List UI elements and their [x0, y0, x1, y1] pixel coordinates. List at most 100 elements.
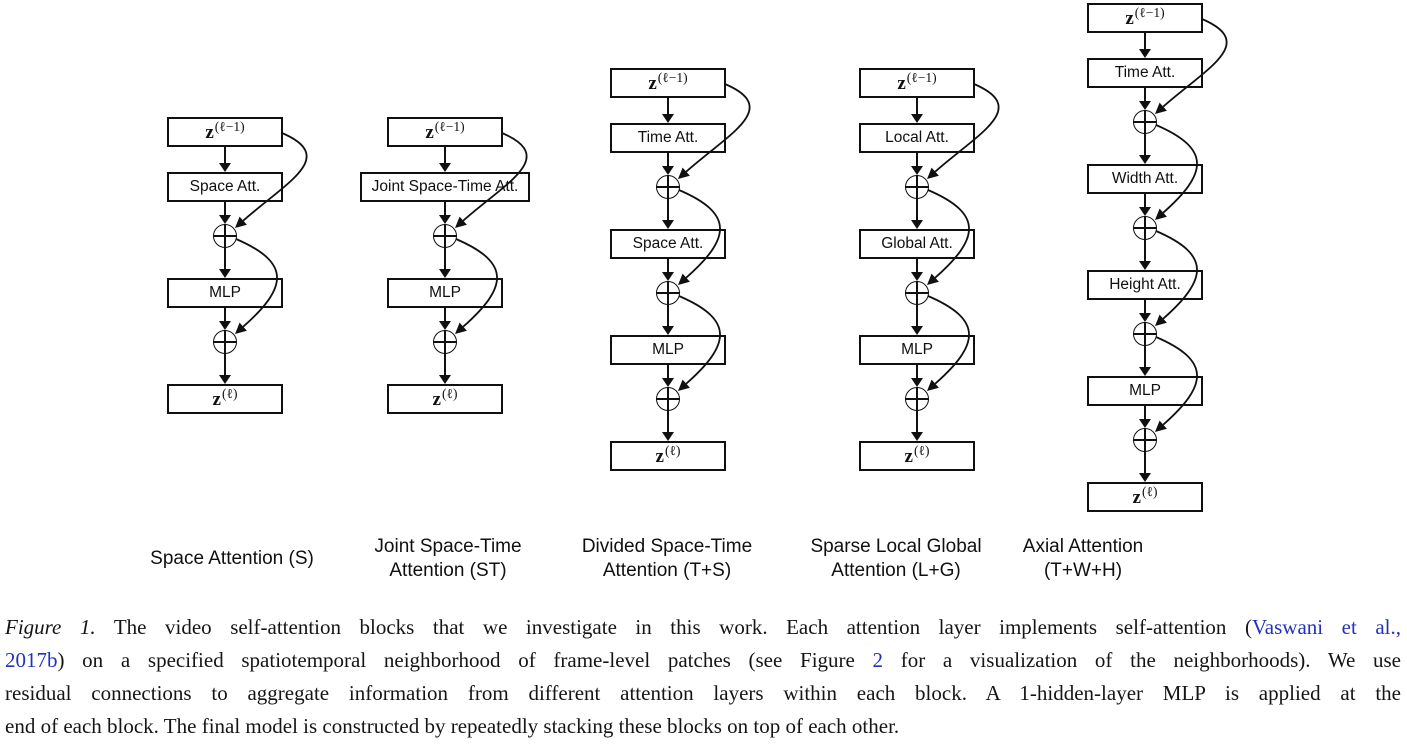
down-arrow — [1137, 240, 1153, 270]
down-arrow — [1137, 194, 1153, 216]
input-token-superscript: (ℓ−1) — [657, 70, 688, 86]
mlp-box: MLP — [859, 335, 975, 365]
residual-sum-node — [213, 330, 237, 354]
attention-layer-label: Space Att. — [189, 178, 261, 196]
mlp-box: MLP — [1087, 376, 1203, 406]
mlp-label: MLP — [429, 284, 461, 302]
mlp-box: MLP — [610, 335, 726, 365]
attention-layer-label: Joint Space-Time Att. — [371, 178, 519, 196]
output-token-superscript: (ℓ) — [221, 386, 238, 402]
down-arrow — [909, 259, 925, 281]
attention-layer-label: Local Att. — [885, 129, 949, 147]
residual-sum-node — [1133, 216, 1157, 240]
down-arrow — [217, 354, 233, 384]
attention-layer-box: Space Att. — [610, 229, 726, 259]
column-label-space: Space Attention (S) — [150, 547, 314, 571]
down-arrow — [217, 202, 233, 224]
down-arrow — [1137, 134, 1153, 164]
down-arrow — [1137, 406, 1153, 428]
output-token-box: z(ℓ) — [610, 441, 726, 471]
column-label-line: Attention (L+G) — [831, 560, 961, 581]
residual-sum-node — [1133, 110, 1157, 134]
output-token-superscript: (ℓ) — [664, 443, 681, 459]
input-token-superscript: (ℓ−1) — [1134, 5, 1165, 21]
residual-sum-node — [1133, 322, 1157, 346]
figure-caption: Figure 1. The video self-attention block… — [5, 611, 1401, 743]
residual-sum-node — [656, 281, 680, 305]
residual-sum-node — [656, 175, 680, 199]
down-arrow — [1137, 346, 1153, 376]
input-token-label: z — [205, 121, 214, 143]
output-token-label: z — [904, 445, 913, 467]
down-arrow — [217, 248, 233, 278]
down-arrow — [660, 153, 676, 175]
figure-number-label: Figure 1. — [5, 615, 96, 639]
attention-block-divided: z (ℓ−1) Time Att. Space Att. MLP z(ℓ) — [610, 68, 751, 471]
input-token-box: z(ℓ−1) — [167, 117, 283, 147]
down-arrow — [909, 411, 925, 441]
attention-layer-box: Height Att. — [1087, 270, 1203, 300]
input-token-label: z — [1125, 7, 1134, 29]
residual-sum-node — [1133, 428, 1157, 452]
column-label-line: Sparse Local Global — [810, 536, 982, 557]
down-arrow — [437, 308, 453, 330]
attention-layer-label: Time Att. — [1114, 64, 1176, 82]
input-token-label: z — [425, 121, 434, 143]
attention-layer-box: Local Att. — [859, 123, 975, 153]
output-token-superscript: (ℓ) — [1141, 484, 1158, 500]
column-label-sparse: Sparse Local Global Attention (L+G) — [810, 535, 981, 583]
mlp-label: MLP — [209, 284, 241, 302]
residual-sum-node — [213, 224, 237, 248]
attention-layer-box: Joint Space-Time Att. — [360, 172, 530, 202]
column-label-line: Space Attention (S) — [150, 548, 314, 569]
mlp-box: MLP — [167, 278, 283, 308]
down-arrow — [437, 202, 453, 224]
figure-2-link[interactable]: 2 — [872, 648, 884, 672]
down-arrow — [909, 153, 925, 175]
residual-sum-node — [656, 387, 680, 411]
down-arrow — [660, 365, 676, 387]
attention-block-axial: z(ℓ−1) Time Att. Width Att. Height Att. … — [1087, 3, 1228, 512]
down-arrow — [660, 305, 676, 335]
column-label-joint: Joint Space-Time Attention (ST) — [374, 535, 521, 583]
column-label-line: Axial Attention — [1022, 536, 1144, 557]
residual-sum-node — [905, 175, 929, 199]
residual-sum-node — [433, 330, 457, 354]
caption-line: 2017b) on a specified spatiotemporal nei… — [5, 644, 1401, 677]
output-token-label: z — [655, 445, 664, 467]
caption-line: Figure 1. The video self-attention block… — [5, 611, 1401, 644]
citation-link-vaswani[interactable]: Vaswani et al., — [1251, 615, 1401, 639]
down-arrow — [909, 305, 925, 335]
attention-layer-box: Time Att. — [1087, 58, 1203, 88]
attention-layer-label: Time Att. — [637, 129, 699, 147]
output-token-box: z(ℓ) — [387, 384, 503, 414]
down-arrow — [217, 308, 233, 330]
attention-block-joint: z(ℓ−1) Joint Space-Time Att. MLP z(ℓ) — [360, 117, 530, 414]
column-label-divided: Divided Space-Time Attention (T+S) — [582, 535, 752, 583]
caption-text: The video self-attention blocks that we … — [95, 615, 1252, 639]
down-arrow — [437, 354, 453, 384]
down-arrow — [1137, 452, 1153, 482]
attention-layer-box: Global Att. — [859, 229, 975, 259]
residual-sum-node — [905, 387, 929, 411]
down-arrow — [909, 365, 925, 387]
caption-line: residual connections to aggregate inform… — [5, 681, 1401, 705]
input-token-superscript: (ℓ−1) — [214, 119, 245, 135]
residual-sum-node — [433, 224, 457, 248]
figure-1-diagram: z(ℓ−1) Space Att. MLP z(ℓ) z(ℓ−1) Joint … — [150, 3, 1228, 583]
mlp-label: MLP — [1129, 382, 1161, 400]
input-token-label: z — [897, 72, 906, 94]
residual-sum-node — [905, 281, 929, 305]
attention-layer-box: Space Att. — [167, 172, 283, 202]
down-arrow — [1137, 300, 1153, 322]
caption-text: for a visualization of the neighborhoods… — [883, 648, 1401, 672]
column-label-axial: Axial Attention (T+W+H) — [1023, 535, 1143, 583]
input-token-box: z(ℓ−1) — [1087, 3, 1203, 33]
down-arrow — [1137, 88, 1153, 110]
attention-layer-label: Global Att. — [881, 235, 953, 253]
down-arrow — [660, 98, 676, 123]
caption-text: ) on a specified spatiotemporal neighbor… — [57, 648, 873, 672]
citation-link-vaswani-year[interactable]: 2017b — [5, 648, 58, 672]
down-arrow — [437, 248, 453, 278]
